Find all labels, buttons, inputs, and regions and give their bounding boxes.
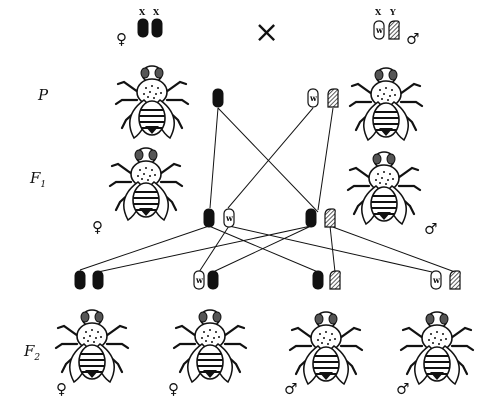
p-male-fly xyxy=(350,68,422,140)
w-allele-label: w xyxy=(309,93,318,103)
w-allele-label: w xyxy=(432,275,441,285)
female-symbol: ♀ xyxy=(92,218,103,236)
cross-symbol: × xyxy=(254,15,279,50)
p-female-chromosomes: X X xyxy=(138,7,162,37)
chromosome-y-label: Y xyxy=(389,7,396,17)
chromosome-x-label: X xyxy=(139,7,146,17)
male-symbol: ♂ xyxy=(424,220,437,238)
w-allele-label: w xyxy=(225,213,234,223)
p-female-fly xyxy=(116,66,188,138)
chromosome-x-label: X xyxy=(153,7,160,17)
generation-p-label: P xyxy=(37,86,49,104)
f1-male-chromosomes xyxy=(306,209,335,227)
f2-female-fly xyxy=(174,310,246,382)
generation-f1-label: F1 xyxy=(29,169,46,190)
male-symbol: ♂ xyxy=(406,30,419,48)
female-symbol: ♀ xyxy=(168,380,179,398)
male-symbol: ♂ xyxy=(396,380,409,398)
f2-male-fly xyxy=(290,312,362,384)
p-female-gamete-x xyxy=(213,89,223,107)
chromosome-x-label: X xyxy=(375,7,382,17)
f1-female-chromosomes: w xyxy=(204,209,234,227)
f2-chromosomes-1 xyxy=(75,271,103,289)
f1-female-fly xyxy=(110,148,182,220)
male-symbol: ♂ xyxy=(284,380,297,398)
female-symbol: ♀ xyxy=(116,30,127,48)
w-allele-label: w xyxy=(375,25,384,35)
f2-chromosomes-3 xyxy=(313,271,340,289)
female-symbol: ♀ xyxy=(56,380,67,398)
p-male-chromosomes: X Y w xyxy=(374,7,399,39)
f2-male-fly xyxy=(401,312,473,384)
f2-chromosomes-2: w xyxy=(194,271,218,289)
f2-female-fly xyxy=(56,310,128,382)
f1-male-fly xyxy=(348,152,420,224)
p-male-gamete-y xyxy=(328,89,338,107)
generation-f2-label: F2 xyxy=(23,342,40,363)
w-allele-label: w xyxy=(195,275,204,285)
f2-chromosomes-4: w xyxy=(431,271,460,289)
